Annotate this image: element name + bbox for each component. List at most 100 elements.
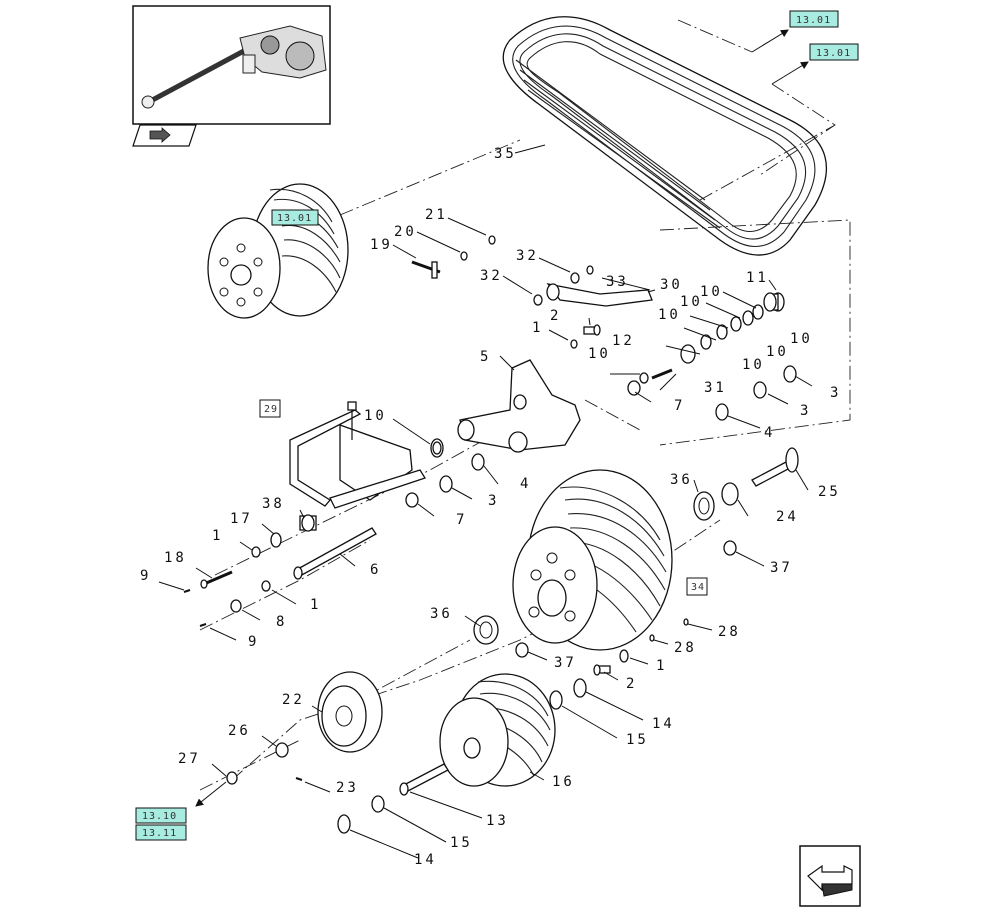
ref-box-bottom-2[interactable]: 13.11 bbox=[135, 824, 187, 841]
svg-text:13.11: 13.11 bbox=[142, 828, 177, 839]
ref-box-top-2[interactable]: 13.01 bbox=[771, 43, 859, 85]
label-10c: 10 bbox=[790, 331, 813, 347]
cotter-9b[interactable] bbox=[199, 623, 207, 627]
label-9b: 9 bbox=[248, 634, 259, 650]
washer-17[interactable] bbox=[270, 532, 282, 548]
label-22: 22 bbox=[282, 692, 305, 708]
svg-text:29: 29 bbox=[264, 404, 278, 415]
bushing-37-bottom[interactable] bbox=[515, 642, 529, 658]
main-pulley-34[interactable] bbox=[512, 469, 673, 651]
pin-23[interactable] bbox=[295, 777, 303, 781]
drive-pulley-top[interactable] bbox=[207, 183, 349, 319]
nut-1-left[interactable] bbox=[251, 546, 261, 558]
label-1d: 1 bbox=[656, 658, 667, 674]
washer-3c[interactable] bbox=[439, 475, 453, 493]
label-32b: 32 bbox=[480, 268, 503, 284]
label-9a: 9 bbox=[140, 568, 151, 584]
ref-box-pulley[interactable]: 13.01 bbox=[271, 209, 319, 226]
shaft-6[interactable] bbox=[293, 527, 377, 580]
washer-15a[interactable] bbox=[549, 690, 563, 710]
label-23: 23 bbox=[336, 780, 359, 796]
hub-22[interactable] bbox=[317, 671, 383, 753]
ref-frame-29[interactable]: 29 bbox=[259, 399, 281, 418]
ref-frame-34[interactable]: 34 bbox=[686, 577, 708, 596]
label-27: 27 bbox=[178, 751, 201, 767]
pin-18[interactable] bbox=[200, 570, 233, 589]
washer-14b[interactable] bbox=[337, 814, 351, 834]
bushing-38[interactable] bbox=[299, 514, 317, 532]
part-labels: 35 21 20 19 32 32 33 30 11 10 10 10 10 1… bbox=[140, 146, 841, 868]
bearing-36-top[interactable] bbox=[693, 491, 715, 521]
pin-33[interactable] bbox=[586, 265, 594, 275]
label-1a: 1 bbox=[532, 320, 543, 336]
bushing-27[interactable] bbox=[226, 771, 238, 785]
label-10a: 10 bbox=[700, 284, 723, 300]
label-17: 17 bbox=[230, 511, 253, 527]
label-7a: 7 bbox=[674, 398, 685, 414]
nut-1-top[interactable] bbox=[570, 339, 578, 349]
label-21: 21 bbox=[425, 207, 448, 223]
pin-28a[interactable] bbox=[683, 618, 689, 626]
label-1c: 1 bbox=[310, 597, 321, 613]
bearing-36-bottom[interactable] bbox=[473, 615, 499, 645]
label-3a: 3 bbox=[830, 385, 841, 401]
label-5: 5 bbox=[480, 349, 491, 365]
svg-text:13.01: 13.01 bbox=[796, 15, 831, 26]
washer-4b[interactable] bbox=[471, 453, 485, 471]
label-18: 18 bbox=[164, 550, 187, 566]
label-26: 26 bbox=[228, 723, 251, 739]
washer-14a[interactable] bbox=[573, 678, 587, 698]
shaft-13[interactable] bbox=[399, 763, 449, 796]
shaft-25[interactable] bbox=[751, 447, 799, 487]
belt-35[interactable] bbox=[502, 16, 828, 256]
bolt-2-bottom[interactable] bbox=[593, 664, 611, 676]
label-3c: 3 bbox=[488, 493, 499, 509]
bushing-11[interactable] bbox=[763, 292, 785, 312]
bracket-5[interactable] bbox=[457, 359, 581, 453]
bushing-37-top[interactable] bbox=[723, 540, 737, 556]
washer-20[interactable] bbox=[460, 251, 468, 261]
nut-1-bottom[interactable] bbox=[619, 649, 629, 663]
circlip-7-top[interactable] bbox=[627, 380, 641, 396]
bushing-26[interactable] bbox=[275, 742, 289, 758]
washer-32b[interactable] bbox=[533, 294, 543, 306]
screw-31[interactable] bbox=[651, 368, 673, 380]
label-13: 13 bbox=[486, 813, 509, 829]
pin-21[interactable] bbox=[488, 235, 496, 245]
label-15b: 15 bbox=[450, 835, 473, 851]
next-page-arrow-icon[interactable] bbox=[799, 845, 861, 907]
washer-3b[interactable] bbox=[753, 381, 767, 399]
cotter-9a[interactable] bbox=[183, 589, 191, 593]
ref-box-top-1[interactable]: 13.01 bbox=[751, 10, 839, 53]
leader-lines bbox=[158, 144, 813, 859]
washer-3a[interactable] bbox=[783, 365, 797, 383]
label-16: 16 bbox=[552, 774, 575, 790]
label-36a: 36 bbox=[670, 472, 693, 488]
label-32a: 32 bbox=[516, 248, 539, 264]
washer-15b[interactable] bbox=[371, 795, 385, 813]
arm-30[interactable] bbox=[546, 283, 653, 307]
washer-24[interactable] bbox=[721, 482, 739, 506]
washer-32a[interactable] bbox=[570, 272, 580, 284]
label-2b: 2 bbox=[626, 676, 637, 692]
washer-4a[interactable] bbox=[715, 403, 729, 421]
spacer-8[interactable] bbox=[230, 599, 242, 613]
ref-box-bottom-1[interactable]: 13.10 bbox=[135, 781, 227, 824]
spacer-10-left[interactable] bbox=[432, 441, 442, 455]
label-30: 30 bbox=[660, 277, 683, 293]
label-24: 24 bbox=[776, 509, 799, 525]
shim-stack-10[interactable] bbox=[680, 304, 764, 364]
nut-1-mid[interactable] bbox=[261, 580, 271, 592]
machine-overview-icon bbox=[141, 25, 327, 109]
page-arrow-icon[interactable] bbox=[132, 124, 197, 147]
washer-12[interactable] bbox=[639, 372, 649, 384]
overview-thumbnail[interactable] bbox=[132, 5, 331, 125]
pulley-16[interactable] bbox=[439, 673, 556, 787]
circlip-7b[interactable] bbox=[405, 492, 419, 508]
label-7b: 7 bbox=[456, 512, 467, 528]
bolt-2-top[interactable] bbox=[583, 324, 601, 336]
pin-19[interactable] bbox=[411, 260, 441, 279]
pin-28b[interactable] bbox=[649, 634, 655, 642]
label-12: 12 bbox=[612, 333, 635, 349]
